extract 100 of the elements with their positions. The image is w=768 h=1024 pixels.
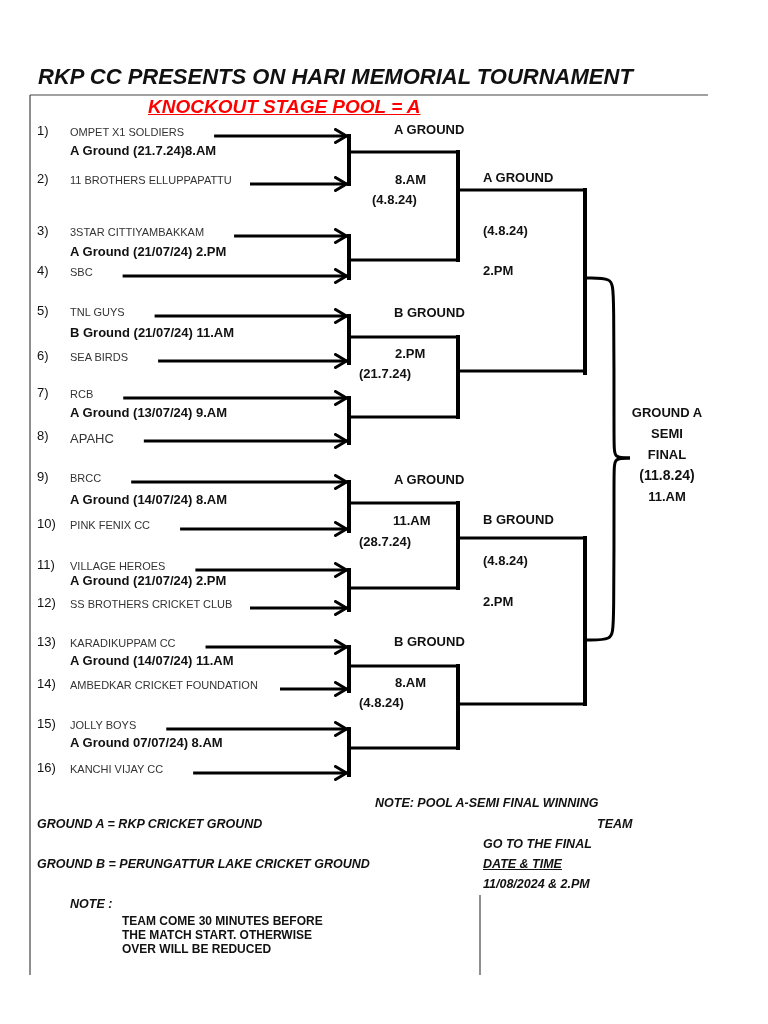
arrow	[131, 474, 348, 490]
match-time: 2.PM	[395, 346, 426, 361]
match-time: 11.AM	[393, 513, 431, 528]
stage-label: SEMI FINAL	[647, 425, 687, 464]
arrow	[123, 390, 348, 406]
team-name: TNL GUYS	[70, 306, 125, 318]
connector-line	[351, 664, 456, 668]
match-time: 8.AM	[395, 172, 427, 187]
key-text: GROUND A = RKP CRICKET GROUND	[37, 816, 263, 831]
match-time: 8.AM	[395, 675, 427, 690]
connector-line	[351, 415, 456, 419]
connector-line	[351, 150, 456, 154]
team-name: APAHC	[70, 431, 114, 446]
match-schedule: A Ground (14/07/24) 8.AM	[70, 492, 227, 507]
team-name: JOLLY BOYS	[70, 719, 137, 731]
arrow	[280, 681, 348, 697]
list-number: 6)	[37, 348, 49, 363]
list-number: 12)	[37, 595, 56, 610]
arrow	[158, 353, 348, 369]
match-time: 2.PM	[483, 263, 514, 278]
connector-line	[351, 258, 456, 262]
note-text: GO TO THE FINAL	[483, 836, 592, 851]
match-date: (11.8.24)	[639, 466, 695, 485]
list-number: 5)	[37, 303, 49, 318]
note-text: TEAM COME 30 MINUTES BEFORE THE MATCH START. OTHERWISE OVER WILL BE REDUCED	[122, 913, 324, 956]
match-date: (4.8.24)	[483, 553, 528, 568]
brace-line	[587, 456, 630, 642]
subtitle: KNOCKOUT STAGE POOL = A	[148, 96, 421, 118]
venue-label: GROUND A	[631, 404, 703, 422]
list-number: 11)	[37, 557, 55, 572]
list-number: 15)	[37, 716, 56, 731]
team-name: OMPET X1 SOLDIERS	[70, 126, 185, 138]
arrow	[122, 268, 348, 284]
list-number: 9)	[37, 469, 49, 484]
key-text: GROUND B = PERUNGATTUR LAKE CRICKET GROUND	[37, 856, 370, 871]
team-name: VILLAGE HEROES	[70, 560, 166, 572]
team-name: PINK FENIX CC	[70, 519, 151, 531]
connector-line	[460, 188, 583, 192]
list-number: 16)	[37, 760, 56, 775]
venue-label: B GROUND	[394, 634, 465, 649]
connector-line	[460, 702, 583, 706]
list-number: 1)	[37, 123, 49, 138]
match-schedule: A Ground (21.7.24)8.AM	[70, 143, 217, 158]
arrow	[154, 308, 348, 324]
venue-label: A GROUND	[483, 170, 554, 185]
match-time: 2.PM	[483, 594, 514, 609]
team-name: RCB	[70, 388, 94, 400]
list-number: 10)	[37, 516, 56, 531]
team-name: SEA BIRDS	[70, 351, 129, 363]
list-number: 7)	[37, 385, 49, 400]
arrow	[234, 228, 348, 244]
match-date: (21.7.24)	[359, 366, 412, 381]
list-number: 14)	[37, 676, 56, 691]
arrow	[143, 433, 348, 449]
match-schedule: A Ground (13/07/24) 9.AM	[70, 405, 227, 420]
list-number: 4)	[37, 263, 49, 278]
arrow	[250, 600, 348, 616]
team-name: AMBEDKAR CRICKET FOUNDATION	[70, 679, 258, 691]
team-name: BRCC	[70, 472, 102, 484]
title: RKP CC PRESENTS ON HARI MEMORIAL TOURNAMENT	[38, 64, 633, 90]
note-heading: DATE & TIME	[483, 856, 562, 871]
match-date: (4.8.24)	[372, 192, 417, 207]
arrow	[250, 176, 348, 192]
venue-label: B GROUND	[483, 512, 554, 527]
venue-label: B GROUND	[394, 305, 465, 320]
match-schedule: A Ground (21/07/24) 2.PM	[70, 244, 227, 259]
note-text: 11/08/2024 & 2.PM	[483, 876, 590, 891]
connector-line	[351, 746, 456, 750]
connector-line	[460, 536, 583, 540]
arrow	[166, 721, 348, 737]
connector-line	[351, 501, 456, 505]
note-text: NOTE: POOL A-SEMI FINAL WINNING	[375, 795, 599, 810]
brace-line	[587, 276, 630, 460]
arrow	[195, 562, 348, 578]
match-schedule: A Ground 07/07/24) 8.AM	[70, 735, 223, 750]
list-number: 8)	[37, 428, 49, 443]
connector-line	[460, 369, 583, 373]
connector-line	[351, 335, 456, 339]
match-time: 11.AM	[648, 488, 686, 506]
match-date: (28.7.24)	[359, 534, 412, 549]
team-name: SBC	[70, 266, 93, 278]
team-name: SS BROTHERS CRICKET CLUB	[70, 598, 233, 610]
list-number: 2)	[37, 171, 49, 186]
team-name: 3STAR CITTIYAMBAKKAM	[70, 226, 205, 238]
match-schedule: A Ground (21/07/24) 2.PM	[70, 573, 227, 588]
arrow	[214, 128, 348, 144]
connector-line	[351, 586, 456, 590]
note-heading: NOTE :	[70, 896, 113, 911]
match-date: (4.8.24)	[483, 223, 528, 238]
team-name: KANCHI VIJAY CC	[70, 763, 164, 775]
arrow	[193, 765, 348, 781]
team-name: 11 BROTHERS ELLUPPAPATTU	[70, 174, 232, 186]
list-number: 3)	[37, 223, 49, 238]
arrow	[205, 639, 348, 655]
team-name: KARADIKUPPAM CC	[70, 637, 176, 649]
venue-label: A GROUND	[394, 122, 465, 137]
match-schedule: A Ground (14/07/24) 11.AM	[70, 653, 234, 668]
match-schedule: B Ground (21/07/24) 11.AM	[70, 325, 234, 340]
note-text: TEAM	[597, 816, 633, 831]
list-number: 13)	[37, 634, 56, 649]
